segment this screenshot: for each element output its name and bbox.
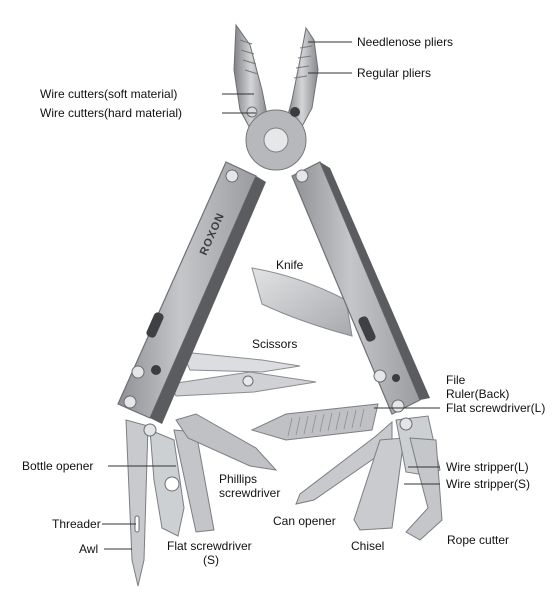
slider-lock-left <box>146 312 164 338</box>
tool-pivot <box>399 417 413 431</box>
label-wire-cutters-hard: Wire cutters(hard material) <box>40 106 183 120</box>
scissors-blade-upper <box>181 351 301 373</box>
label-wire-stripper-s: Wire stripper(S) <box>446 477 531 491</box>
handle-screw <box>391 399 405 413</box>
label-needlenose-pliers: Needlenose pliers <box>357 35 454 49</box>
file-blade <box>250 403 379 441</box>
slider-lock-right <box>358 316 376 342</box>
rope-cutter-blade <box>405 437 443 541</box>
bottle-opener-hole <box>164 476 180 492</box>
label-knife: Knife <box>276 258 304 272</box>
label-rope-cutter: Rope cutter <box>447 533 510 547</box>
label-flat-screwdriver-l: Flat screwdriver(L) <box>446 401 546 415</box>
label-threader: Threader <box>52 517 101 531</box>
label-file: File <box>446 373 466 387</box>
handle-screw <box>123 395 137 409</box>
handle-right-liner <box>320 162 430 400</box>
label-phillips-screwdriver: screwdriver <box>219 486 281 500</box>
handle-screw <box>151 365 161 375</box>
pivot-screw <box>263 127 289 153</box>
tool-pivot <box>143 423 157 437</box>
handle-screw <box>373 369 387 383</box>
label-regular-pliers: Regular pliers <box>357 66 432 80</box>
handle-screw <box>131 365 145 379</box>
handle-left-liner <box>150 176 266 424</box>
handle-screw <box>295 169 309 183</box>
phillips-screwdriver-blade <box>175 413 278 471</box>
awl-blade <box>125 419 149 587</box>
label-ruler: Ruler(Back) <box>446 387 510 401</box>
label-flat-screwdriver-s-size: (S) <box>203 553 219 567</box>
label-flat-screwdriver-s: Flat screwdriver <box>167 539 252 553</box>
label-phillips: Phillips <box>219 472 258 486</box>
label-chisel: Chisel <box>351 539 385 553</box>
handle-screw <box>392 374 400 382</box>
rivet-icon <box>290 107 300 117</box>
label-awl: Awl <box>79 542 99 556</box>
handle-screw <box>225 169 239 183</box>
label-wire-stripper-l: Wire stripper(L) <box>446 460 529 474</box>
knife-blade <box>251 267 353 337</box>
label-bottle-opener: Bottle opener <box>22 459 94 473</box>
leader-lines <box>102 41 440 550</box>
label-scissors: Scissors <box>252 337 298 351</box>
scissors-pivot <box>242 375 254 387</box>
scissors-blade-lower <box>169 371 317 397</box>
rivet-icon <box>246 106 258 118</box>
label-can-opener: Can opener <box>273 514 336 528</box>
label-wire-cutters-soft: Wire cutters(soft material) <box>40 87 178 101</box>
